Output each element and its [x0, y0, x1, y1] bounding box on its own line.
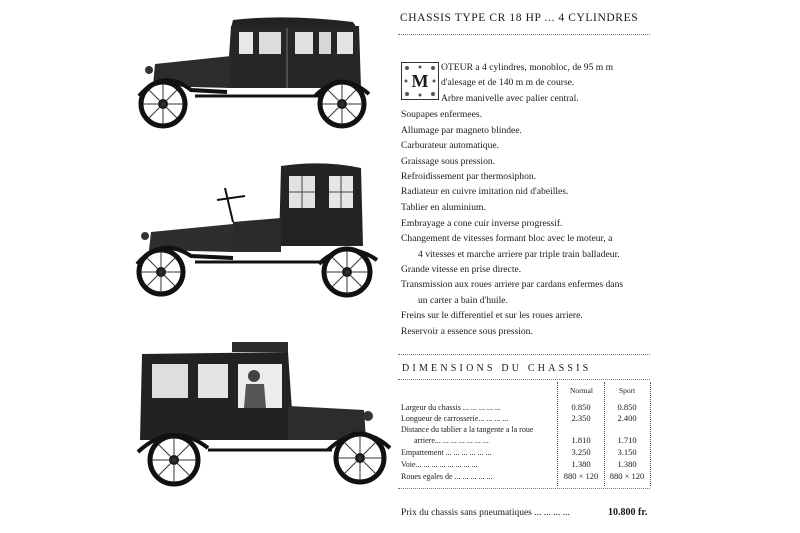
table-cell-normal: 880 × 120	[563, 471, 599, 481]
page-title: CHASSIS TYPE CR 18 HP ... 4 CYLINDRES	[400, 12, 639, 24]
table-cell-normal: 0.850	[571, 402, 591, 412]
table-cell-sport: 2.400	[617, 413, 637, 423]
spec-line: 4 vitesses et marche arriere par triple …	[418, 249, 620, 260]
table-divider	[650, 382, 651, 486]
table-cell-sport: 0.850	[617, 402, 637, 412]
price-label: Prix du chassis sans pneumatiques ... ..…	[401, 508, 570, 518]
table-row-label: Largeur du chassis ... ... ... ... ...	[401, 403, 501, 412]
table-cell-normal: 1.810	[571, 435, 591, 445]
spec-line: Allumage par magneto blindee.	[401, 125, 522, 136]
spec-line: Tablier en aluminium.	[401, 202, 486, 213]
table-row-label: Roues egales de ... ... ... ... ...	[401, 472, 493, 481]
divider	[398, 34, 650, 35]
table-divider	[604, 382, 605, 486]
table-cell-sport: 880 × 120	[609, 471, 645, 481]
divider	[398, 488, 650, 489]
spec-line: Arbre manivelle avec palier central.	[441, 93, 579, 104]
spec-line: Reservoir a essence sous pression.	[401, 326, 533, 337]
car-illustration-landaulet	[133, 160, 388, 300]
table-row-label: Empattement ... ... ... ... ... ...	[401, 448, 492, 457]
table-row-label: Distance du tablier a la tangente a la r…	[401, 425, 534, 434]
table-cell-normal: 2.350	[571, 413, 591, 423]
drop-cap: M	[401, 62, 439, 100]
table-row-label: Voie... ... ... ... ... ... ... ...	[401, 460, 478, 469]
divider	[398, 354, 650, 355]
table-cell-normal: 3.250	[571, 447, 591, 457]
table-cell-normal: 1.380	[571, 459, 591, 469]
spec-line: un carter a bain d'huile.	[418, 295, 508, 306]
column-header-normal: Normal	[570, 386, 593, 395]
car-illustration-town-car	[128, 340, 398, 490]
spec-line: Transmission aux roues arriere par carda…	[401, 279, 624, 290]
spec-line: Changement de vitesses formant bloc avec…	[401, 233, 613, 244]
table-cell-sport: 3.150	[617, 447, 637, 457]
spec-line: Carburateur automatique.	[401, 140, 500, 151]
spec-line: Embrayage a cone cuir inverse progressif…	[401, 218, 563, 229]
table-cell-sport: 1.380	[617, 459, 637, 469]
spec-line: Refroidissement par thermosiphon.	[401, 171, 537, 182]
table-row-label: Longueur de carrosserie... ... ... ...	[401, 414, 509, 423]
spec-line: Grande vitesse en prise directe.	[401, 264, 522, 275]
spec-line: Graissage sous pression.	[401, 156, 496, 167]
column-header-sport: Sport	[619, 386, 636, 395]
spec-line: Soupapes enfermees.	[401, 109, 482, 120]
divider	[398, 379, 650, 380]
drop-cap-letter: M	[411, 70, 429, 91]
spec-line: Radiateur en cuivre imitation nid d'abei…	[401, 186, 569, 197]
ornament-icon	[404, 65, 436, 97]
table-row-label: arriere... ... ... ... ... ... ...	[414, 436, 489, 445]
table-cell-sport: 1.710	[617, 435, 637, 445]
spec-line: OTEUR a 4 cylindres, monobloc, de 95 m m	[441, 62, 614, 73]
spec-line: d'alesage et de 140 m m de course.	[441, 77, 575, 88]
car-illustration-limousine	[135, 12, 380, 130]
price-value: 10.800 fr.	[608, 507, 648, 518]
table-divider	[557, 382, 558, 486]
dimensions-title: DIMENSIONS DU CHASSIS	[402, 363, 592, 374]
spec-line: Freins sur le differentiel et sur les ro…	[401, 310, 583, 321]
